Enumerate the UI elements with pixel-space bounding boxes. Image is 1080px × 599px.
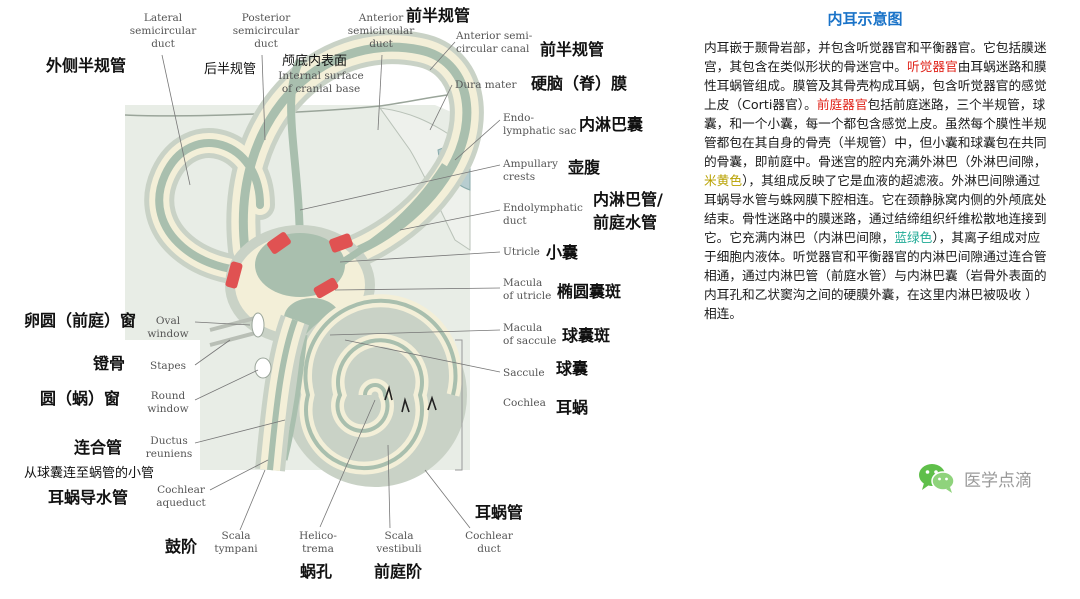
- label-zh-ductus-desc: 从球囊连至蜗管的小管: [24, 464, 154, 484]
- label-en-round: Round window: [140, 390, 196, 416]
- label-en-dura: Dura mater: [455, 79, 516, 92]
- oval-window: [252, 313, 264, 337]
- label-zh-ductus: 连合管: [74, 438, 122, 458]
- label-en-cochlear-duct: Cochlear duct: [455, 530, 523, 556]
- label-zh-ampullary: 壶腹: [568, 158, 600, 178]
- label-zh-cochlear-duct: 耳蜗管: [475, 503, 523, 523]
- round-window: [255, 358, 271, 378]
- hearing-organ-term: 听觉器官: [907, 59, 958, 74]
- label-en-ampullary: Ampullary crests: [503, 158, 558, 184]
- label-en-posterior: Posterior semicircular duct: [220, 12, 312, 51]
- label-zh-macula-saccule: 球囊斑: [562, 326, 610, 346]
- label-en-stapes: Stapes: [140, 360, 196, 373]
- label-en-helicotrema: Helico- trema: [290, 530, 346, 556]
- label-en-macula-saccule: Macula of saccule: [503, 322, 556, 348]
- label-en-internal-surface: Internal surface of cranial base: [268, 70, 374, 96]
- endolymph-color-term: 蓝绿色: [894, 230, 932, 245]
- panel-body: 内耳嵌于颞骨岩部，并包含听觉器官和平衡器官。它包括膜迷宫，其包含在类似形状的骨迷…: [704, 38, 1049, 323]
- label-zh-round: 圆（蜗）窗: [40, 389, 120, 409]
- label-zh-anterior-top: 前半规管: [406, 6, 470, 26]
- label-zh-anterior-canal: 前半规管: [540, 40, 604, 60]
- label-zh-scala-tympani: 鼓阶: [165, 537, 197, 557]
- panel-title: 内耳示意图: [700, 8, 1030, 29]
- label-en-lateral: Lateral semicircular duct: [118, 12, 208, 51]
- label-zh-internal-surface: 颅底内表面: [282, 52, 347, 72]
- label-zh-stapes: 镫骨: [93, 354, 125, 374]
- label-zh-cochlear-aqueduct: 耳蜗导水管: [48, 488, 128, 508]
- perilymph-color-term: 米黄色: [704, 173, 742, 188]
- label-zh-endolymphatic-sac: 内淋巴囊: [579, 115, 643, 135]
- label-zh-dura: 硬脑（脊）膜: [531, 74, 627, 94]
- inner-ear-diagram: Lateral semicircular duct Posterior semi…: [0, 0, 700, 599]
- vestibular-organ-term: 前庭器官: [817, 97, 868, 112]
- label-en-ductus: Ductus reuniens: [138, 435, 200, 461]
- label-zh-cochlea: 耳蜗: [556, 398, 588, 418]
- label-en-utricle: Utricle: [503, 246, 540, 259]
- label-en-scala-tympani: Scala tympani: [208, 530, 264, 556]
- label-en-scala-vestibuli: Scala vestibuli: [370, 530, 428, 556]
- label-zh-endolymphatic-duct-1: 内淋巴管/: [593, 190, 663, 210]
- label-zh-endolymphatic-duct-2: 前庭水管: [593, 213, 657, 233]
- label-en-cochlea: Cochlea: [503, 397, 546, 410]
- label-zh-helicotrema: 蜗孔: [300, 562, 332, 582]
- label-zh-oval: 卵圆（前庭）窗: [24, 311, 136, 331]
- label-en-endolymphatic-sac: Endo- lymphatic sac: [503, 112, 576, 138]
- label-en-oval: Oval window: [140, 315, 196, 341]
- label-zh-utricle: 小囊: [546, 243, 578, 263]
- label-zh-posterior: 后半规管: [204, 60, 256, 80]
- label-en-endolymphatic-duct: Endolymphatic duct: [503, 202, 583, 228]
- label-en-cochlear-aqueduct: Cochlear aqueduct: [148, 484, 214, 510]
- label-zh-scala-vestibuli: 前庭阶: [374, 562, 422, 582]
- wechat-icon: [918, 462, 956, 494]
- label-zh-macula-utricle: 椭圆囊斑: [557, 282, 621, 302]
- label-zh-saccule: 球囊: [556, 359, 588, 379]
- brand-watermark: 医学点滴: [918, 462, 1032, 494]
- label-en-anterior-canal: Anterior semi- circular canal: [456, 30, 532, 56]
- label-en-saccule: Saccule: [503, 367, 545, 380]
- label-en-macula-utricle: Macula of utricle: [503, 277, 551, 303]
- brand-name: 医学点滴: [964, 466, 1032, 491]
- label-zh-lateral: 外侧半规管: [46, 56, 126, 76]
- description-panel: 内耳示意图 内耳嵌于颞骨岩部，并包含听觉器官和平衡器官。它包括膜迷宫，其包含在类…: [700, 0, 1080, 599]
